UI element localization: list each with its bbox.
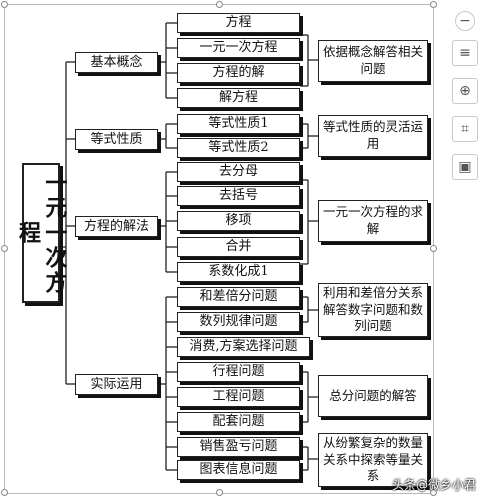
resize-handle-middle-right[interactable] xyxy=(430,245,437,252)
item-transpose: 移项 xyxy=(177,211,300,231)
minus-icon[interactable]: − xyxy=(455,11,475,31)
note-basic-concepts: 依据概念解答相关问题 xyxy=(318,40,428,82)
resize-handle-bottom-right[interactable] xyxy=(430,489,437,496)
resize-handle-middle-left[interactable] xyxy=(1,245,8,252)
resize-handle-top-left[interactable] xyxy=(1,1,8,8)
note-solving-methods: 一元一次方程的求解 xyxy=(318,200,428,242)
item-consumption-plan: 消费,方案选择问题 xyxy=(177,337,310,357)
item-chart-information: 图表信息问题 xyxy=(177,460,300,480)
item-combine: 合并 xyxy=(177,237,300,257)
zoom-in-icon[interactable]: ⊕ xyxy=(452,78,478,104)
note-equality-relations: 从纷繁复杂的数量关系中探索等量关系 xyxy=(318,433,428,487)
item-remove-denominators: 去分母 xyxy=(177,162,300,182)
resize-handle-top-middle[interactable] xyxy=(216,1,223,8)
item-travel: 行程问题 xyxy=(177,362,300,382)
item-linear-equation: 一元一次方程 xyxy=(177,38,300,58)
item-coefficient-to-one: 系数化成1 xyxy=(177,262,300,282)
item-equation: 方程 xyxy=(177,13,300,33)
item-sales-profit-loss: 销售盈亏问题 xyxy=(177,437,300,457)
item-matching: 配套问题 xyxy=(177,412,300,432)
note-sum-difference: 利用和差倍分关系解答数字问题和数列问题 xyxy=(318,283,428,337)
note-total-parts: 总分问题的解答 xyxy=(318,375,428,417)
item-solve-equation: 解方程 xyxy=(177,88,300,108)
resize-handle-bottom-middle[interactable] xyxy=(216,489,223,496)
group-label-equality-properties: 等式性质 xyxy=(75,129,158,150)
group-label-basic-concepts: 基本概念 xyxy=(75,52,158,73)
image-settings-icon[interactable]: ▣ xyxy=(452,154,478,180)
item-remove-brackets: 去括号 xyxy=(177,186,300,206)
item-sum-difference-multiple: 和差倍分问题 xyxy=(177,287,300,307)
item-sequence-pattern: 数列规律问题 xyxy=(177,312,300,332)
group-label-solving-methods: 方程的解法 xyxy=(75,216,158,237)
note-equality-properties: 等式性质的灵活运用 xyxy=(318,115,428,157)
item-solution: 方程的解 xyxy=(177,63,300,83)
item-equality-property-2: 等式性质2 xyxy=(177,138,300,158)
resize-handle-top-right[interactable] xyxy=(430,1,437,8)
watermark: 头条@微乡小君 xyxy=(392,478,477,492)
root-node: 一元一次方程 xyxy=(15,163,67,303)
crop-icon[interactable]: ⌗ xyxy=(452,116,478,142)
text-wrap-icon[interactable]: ≡ xyxy=(452,40,478,66)
item-equality-property-1: 等式性质1 xyxy=(177,114,300,134)
item-engineering: 工程问题 xyxy=(177,387,300,407)
resize-handle-bottom-left[interactable] xyxy=(1,489,8,496)
group-label-applications: 实际运用 xyxy=(75,374,158,395)
